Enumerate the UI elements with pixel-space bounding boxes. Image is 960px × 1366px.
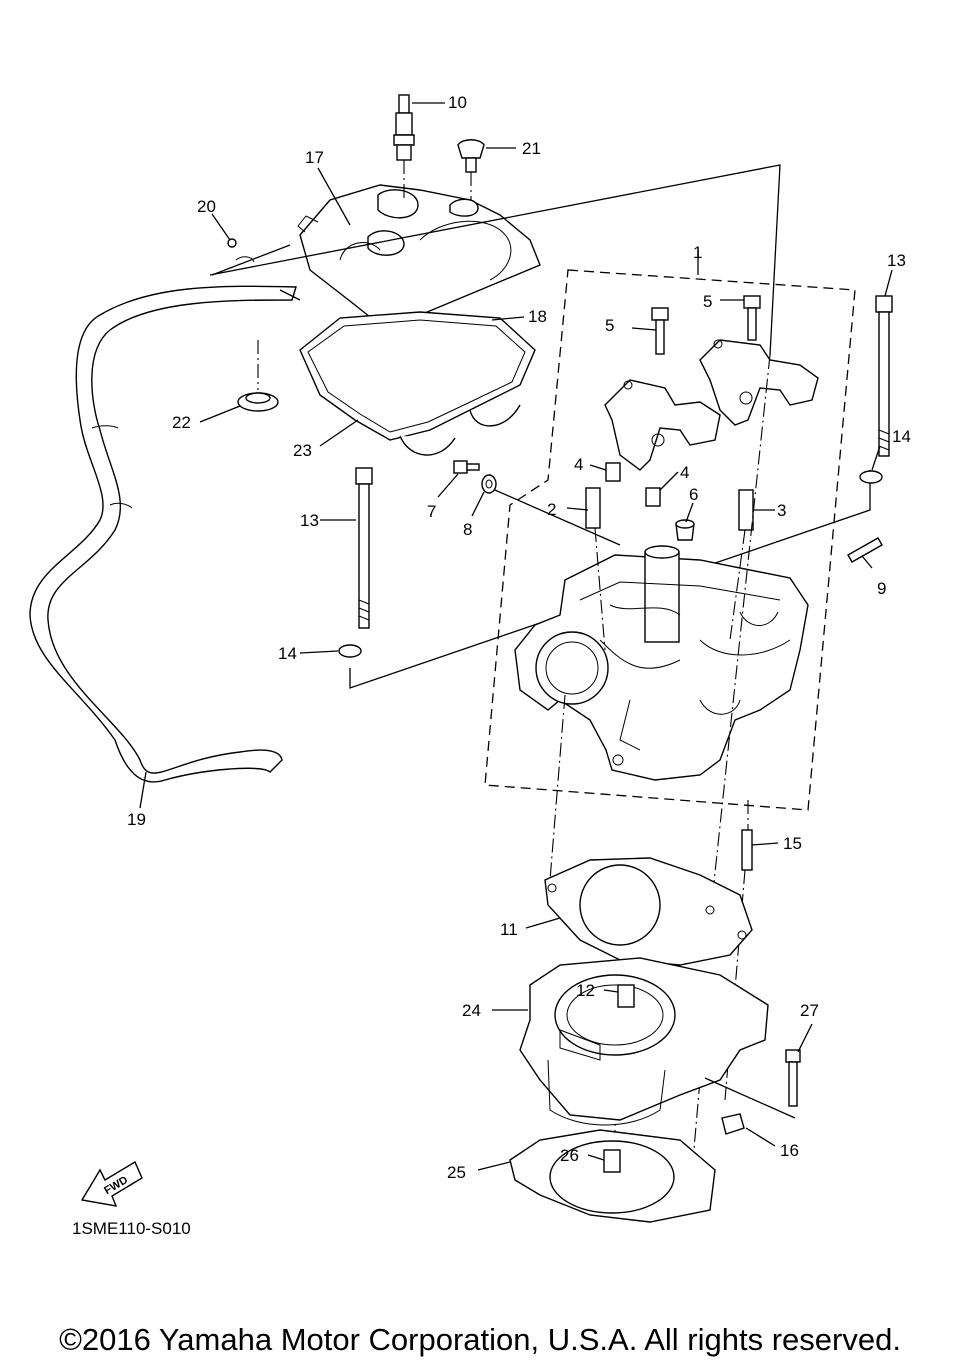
label-part-1: 1 [693, 243, 702, 262]
label-part-12: 12 [576, 981, 595, 1000]
cylinder [519, 957, 769, 1126]
label-part-21: 21 [522, 139, 541, 158]
label-part-5a: 5 [605, 316, 614, 335]
label-part-11: 11 [500, 920, 518, 939]
label-part-10: 10 [448, 93, 467, 112]
cylinder-head-cover [297, 184, 541, 326]
label-part-13a: 13 [300, 511, 319, 530]
plug-6 [675, 519, 695, 541]
label-part-8: 8 [463, 520, 472, 539]
label-part-26: 26 [560, 1146, 579, 1165]
label-part-3: 3 [777, 501, 786, 520]
label-part-22: 22 [172, 413, 191, 432]
stud-bolt-9 [847, 537, 883, 563]
camshaft-caps [604, 339, 819, 471]
label-part-15: 15 [783, 834, 802, 853]
washer-14-left [338, 644, 362, 658]
cover-plug [457, 139, 485, 200]
copyright-notice: ©2016 Yamaha Motor Corporation, U.S.A. A… [59, 1322, 901, 1357]
label-part-25: 25 [447, 1163, 466, 1182]
exploded-parts-diagram: FWD 1 2 3 4 [29, 93, 911, 1223]
label-part-14b: 14 [892, 427, 911, 446]
stud-15 [741, 829, 753, 871]
fwd-arrow-icon: FWD [80, 1160, 143, 1207]
leader-lines [139, 102, 893, 1171]
breather-hose [29, 285, 301, 783]
grommet [237, 340, 279, 412]
label-part-2: 2 [547, 500, 556, 519]
label-part-17: 17 [305, 148, 324, 167]
bolt-7 [453, 460, 480, 474]
washer-8 [481, 474, 621, 546]
dowel-pins [605, 462, 661, 507]
label-part-23: 23 [293, 441, 312, 460]
cylinder-head-gasket [544, 857, 753, 966]
label-part-6: 6 [689, 485, 698, 504]
label-part-24: 24 [462, 1001, 481, 1020]
cylinder-gasket [509, 1129, 716, 1223]
washer-14-right [859, 470, 883, 484]
cylinder-head-assembly-boundary [484, 269, 856, 811]
nut-16 [721, 1113, 745, 1135]
label-part-4b: 4 [680, 463, 689, 482]
cylinder-head [514, 545, 809, 781]
o-ring [211, 238, 291, 276]
label-part-14a: 14 [278, 644, 297, 663]
label-part-13b: 13 [887, 251, 906, 270]
head-bolt-13-right [875, 295, 893, 457]
part-labels: 1 2 3 4 4 5 5 6 7 8 9 10 11 12 13 13 14 … [127, 93, 911, 1182]
dowel-26 [603, 1149, 621, 1173]
label-part-19: 19 [127, 810, 146, 829]
label-part-4a: 4 [574, 455, 583, 474]
label-part-27: 27 [800, 1001, 819, 1020]
spark-plug [393, 94, 415, 200]
valve-parts [585, 487, 754, 531]
diagram-reference-code: 1SME110-S010 [72, 1219, 191, 1238]
label-part-5b: 5 [703, 292, 712, 311]
label-part-9: 9 [877, 579, 886, 598]
label-part-16: 16 [780, 1141, 799, 1160]
label-part-18: 18 [528, 307, 547, 326]
dowel-12 [617, 984, 635, 1008]
cap-bolts [651, 295, 761, 355]
head-bolt-13-left [355, 467, 373, 629]
label-part-7: 7 [427, 502, 436, 521]
head-cover-gasket [299, 311, 536, 456]
bolt-27 [704, 1049, 801, 1119]
label-part-20: 20 [197, 197, 216, 216]
